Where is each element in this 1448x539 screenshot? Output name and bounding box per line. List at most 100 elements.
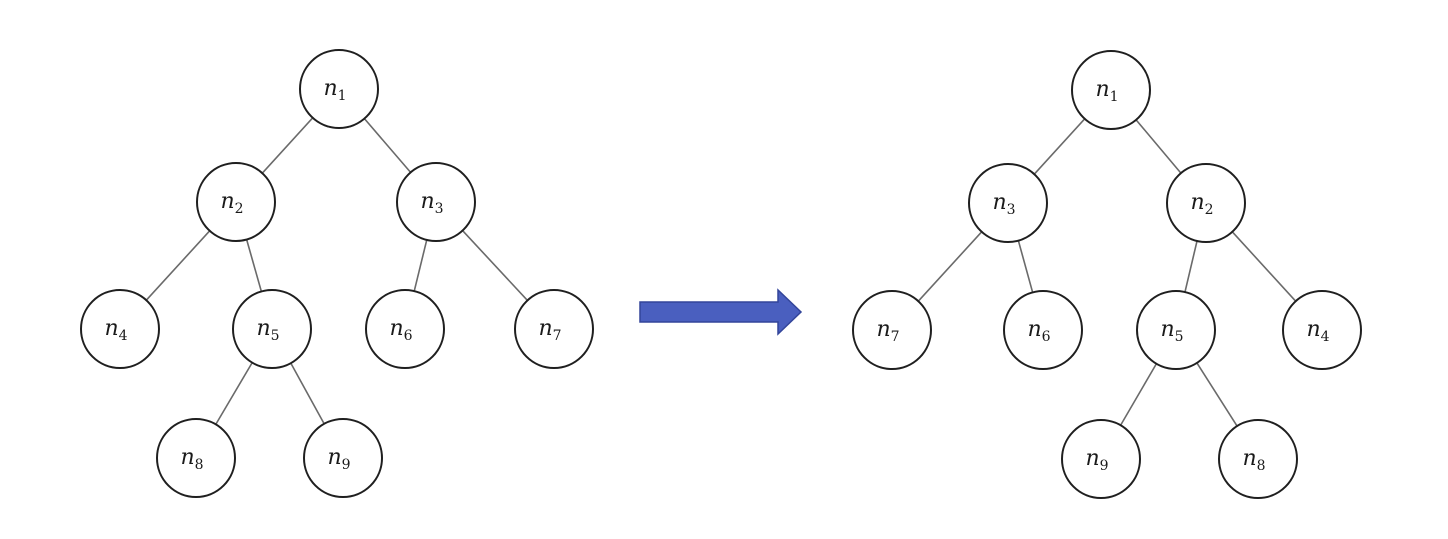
node-letter: n xyxy=(389,316,403,341)
node-subscript: 2 xyxy=(1205,202,1214,218)
node-subscript: 1 xyxy=(338,88,347,104)
node-subscript: 4 xyxy=(119,328,128,344)
node-circle xyxy=(514,289,594,369)
node-circle xyxy=(1166,163,1246,243)
node-circle xyxy=(80,289,160,369)
node-circle xyxy=(196,162,276,242)
node-subscript: 6 xyxy=(404,328,413,344)
node-label: n8 xyxy=(1242,446,1265,474)
node-label: n9 xyxy=(1085,446,1108,474)
node-subscript: 2 xyxy=(235,201,244,217)
node-n2: n2 xyxy=(1166,163,1246,243)
node-subscript: 3 xyxy=(1007,202,1016,218)
node-circle xyxy=(968,163,1048,243)
node-letter: n xyxy=(327,445,341,470)
node-letter: n xyxy=(876,317,890,342)
node-n6: n6 xyxy=(365,289,445,369)
node-label: n8 xyxy=(180,445,203,473)
node-subscript: 5 xyxy=(271,328,280,344)
node-label: n2 xyxy=(1190,190,1213,218)
node-n5: n5 xyxy=(232,289,312,369)
node-n4: n4 xyxy=(1282,290,1362,370)
node-circle xyxy=(1282,290,1362,370)
node-n4: n4 xyxy=(80,289,160,369)
node-n7: n7 xyxy=(852,290,932,370)
node-letter: n xyxy=(538,316,552,341)
node-n2: n2 xyxy=(196,162,276,242)
node-n1: n1 xyxy=(299,49,379,129)
node-n9: n9 xyxy=(303,418,383,498)
node-letter: n xyxy=(1085,446,1099,471)
node-label: n5 xyxy=(256,316,279,344)
node-subscript: 8 xyxy=(195,457,204,473)
node-letter: n xyxy=(1190,190,1204,215)
node-label: n6 xyxy=(389,316,412,344)
edge-n2-n4 xyxy=(145,230,211,301)
node-letter: n xyxy=(180,445,194,470)
node-n9: n9 xyxy=(1061,419,1141,499)
node-letter: n xyxy=(1242,446,1256,471)
edge-n2-n4 xyxy=(1231,231,1297,302)
edge-n3-n6 xyxy=(413,239,428,292)
node-circle xyxy=(1218,419,1298,499)
node-n3: n3 xyxy=(396,162,476,242)
node-circle xyxy=(1136,290,1216,370)
node-circle xyxy=(156,418,236,498)
edge-n1-n2 xyxy=(261,117,314,174)
edge-n5-n8 xyxy=(1196,362,1238,427)
right-arrow-icon xyxy=(639,288,803,336)
node-subscript: 3 xyxy=(435,201,444,217)
node-label: n6 xyxy=(1027,317,1050,345)
node-label: n2 xyxy=(220,189,243,217)
node-circle xyxy=(365,289,445,369)
node-subscript: 7 xyxy=(553,328,562,344)
node-n8: n8 xyxy=(1218,419,1298,499)
node-letter: n xyxy=(1027,317,1041,342)
node-letter: n xyxy=(1306,317,1320,342)
node-circle xyxy=(299,49,379,129)
node-subscript: 9 xyxy=(342,457,351,473)
node-label: n3 xyxy=(992,190,1015,218)
node-n6: n6 xyxy=(1003,290,1083,370)
edge-n3-n7 xyxy=(461,230,529,301)
edge-n3-n6 xyxy=(1017,240,1034,293)
node-circle xyxy=(232,289,312,369)
edge-n2-n5 xyxy=(1184,240,1198,293)
node-letter: n xyxy=(323,76,337,101)
node-n5: n5 xyxy=(1136,290,1216,370)
node-subscript: 4 xyxy=(1321,329,1330,345)
edge-n2-n5 xyxy=(245,239,263,292)
node-n8: n8 xyxy=(156,418,236,498)
node-circle xyxy=(1061,419,1141,499)
edge-n3-n7 xyxy=(917,231,983,302)
node-letter: n xyxy=(420,189,434,214)
node-label: n4 xyxy=(104,316,127,344)
node-subscript: 6 xyxy=(1042,329,1051,345)
node-circle xyxy=(396,162,476,242)
node-circle xyxy=(303,418,383,498)
node-subscript: 9 xyxy=(1100,458,1109,474)
node-n7: n7 xyxy=(514,289,594,369)
node-label: n1 xyxy=(1095,77,1118,105)
edge-n1-n3 xyxy=(363,118,412,173)
node-letter: n xyxy=(1160,317,1174,342)
node-label: n4 xyxy=(1306,317,1329,345)
edge-n5-n9 xyxy=(1119,363,1158,426)
node-letter: n xyxy=(104,316,118,341)
node-label: n7 xyxy=(538,316,561,344)
node-subscript: 7 xyxy=(891,329,900,345)
node-label: n9 xyxy=(327,445,350,473)
node-subscript: 8 xyxy=(1257,458,1266,474)
node-letter: n xyxy=(256,316,270,341)
node-letter: n xyxy=(992,190,1006,215)
node-label: n3 xyxy=(420,189,443,217)
node-letter: n xyxy=(220,189,234,214)
edge-n1-n2 xyxy=(1135,119,1182,174)
node-subscript: 5 xyxy=(1175,329,1184,345)
node-circle xyxy=(852,290,932,370)
node-letter: n xyxy=(1095,77,1109,102)
node-circle xyxy=(1003,290,1083,370)
